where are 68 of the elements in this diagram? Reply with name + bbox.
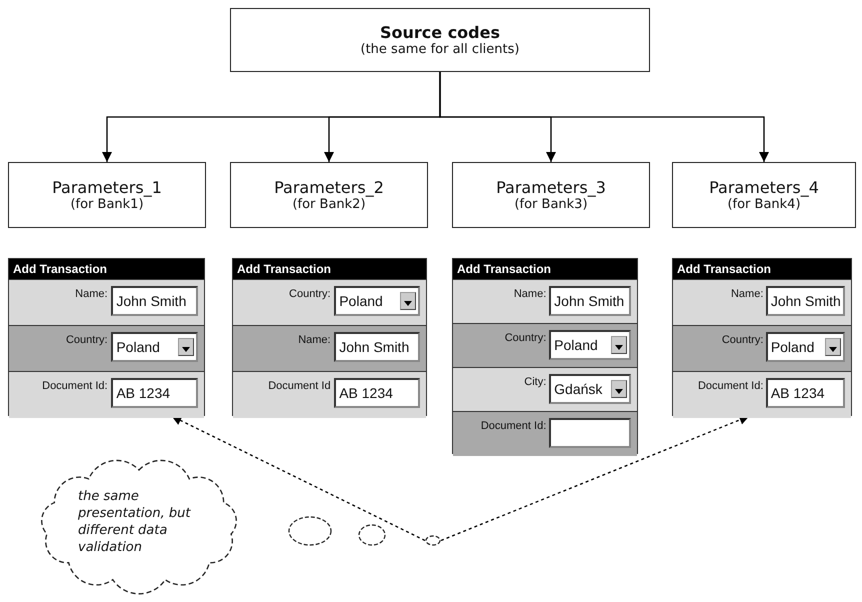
field-label: Document Id — [267, 380, 331, 392]
parameter-box — [8, 162, 206, 228]
field-label: Document Id: — [41, 380, 108, 392]
form-row — [233, 279, 426, 326]
field-label: Document Id: — [696, 380, 764, 392]
box-title: Parameters_1 — [52, 178, 162, 197]
dashed-arrow — [171, 415, 426, 542]
dropdown-field: Poland — [549, 330, 631, 360]
form-row — [453, 411, 637, 456]
input-field: AB 1234 — [334, 378, 420, 408]
form-row — [453, 279, 637, 324]
box-subtitle: (for Bank2) — [292, 197, 366, 212]
input-field: John Smith — [766, 286, 845, 316]
box-subtitle: (for Bank4) — [727, 197, 801, 212]
process-box — [230, 8, 650, 72]
form-row — [453, 323, 637, 368]
field-label: Name: — [74, 288, 108, 300]
field-label: Country: — [504, 332, 546, 344]
form-panel — [672, 258, 852, 416]
box-title: Parameters_4 — [709, 178, 819, 197]
parameter-box — [672, 162, 856, 228]
input-field: John Smith — [549, 286, 631, 316]
box-title: Parameters_3 — [496, 178, 606, 197]
form-row — [233, 325, 426, 372]
field-label: Document Id: — [480, 420, 546, 432]
dashed-arrow — [440, 415, 750, 542]
input-field: AB 1234 — [766, 378, 845, 408]
arrow — [439, 72, 769, 162]
cloud-text: the same presentation, but different data validation — [78, 488, 192, 556]
parameter-box — [452, 162, 650, 228]
field-label: Name: — [512, 288, 546, 300]
input-field: John Smith — [111, 286, 198, 316]
form-row — [673, 371, 851, 418]
form-row — [9, 279, 204, 326]
field-label: Country: — [288, 288, 331, 300]
box-subtitle: (the same for all clients) — [360, 42, 520, 57]
thought-bubble — [425, 535, 441, 546]
box-title: Parameters_2 — [274, 178, 384, 197]
form-title: Add Transaction — [453, 259, 637, 279]
form-panel — [452, 258, 638, 454]
form-panel — [8, 258, 205, 416]
thought-bubble — [358, 524, 386, 546]
form-row — [673, 279, 851, 326]
thought-bubble — [288, 516, 332, 546]
form-panel — [232, 258, 427, 416]
field-label: City: — [523, 376, 546, 388]
form-title: Add Transaction — [9, 259, 204, 279]
form-title: Add Transaction — [673, 259, 851, 279]
form-row — [453, 367, 637, 412]
dropdown-field: Poland — [334, 286, 420, 316]
form-row — [673, 325, 851, 372]
field-label: Name: — [730, 288, 764, 300]
field-label: Country: — [720, 334, 764, 346]
field-label: Name: — [297, 334, 331, 346]
form-row — [9, 371, 204, 418]
form-title: Add Transaction — [233, 259, 426, 279]
field-label: Country: — [64, 334, 108, 346]
input-field: John Smith — [334, 332, 420, 362]
box-subtitle: (for Bank3) — [514, 197, 588, 212]
dropdown-field: Poland — [111, 332, 198, 362]
box-subtitle: (for Bank1) — [70, 197, 144, 212]
dropdown-field: Poland — [766, 332, 845, 362]
input-field: AB 1234 — [111, 378, 198, 408]
dropdown-field: Gdańsk — [549, 374, 631, 404]
parameter-box — [230, 162, 428, 228]
form-row — [9, 325, 204, 372]
form-row — [233, 371, 426, 418]
box-title: Source codes — [380, 23, 500, 42]
